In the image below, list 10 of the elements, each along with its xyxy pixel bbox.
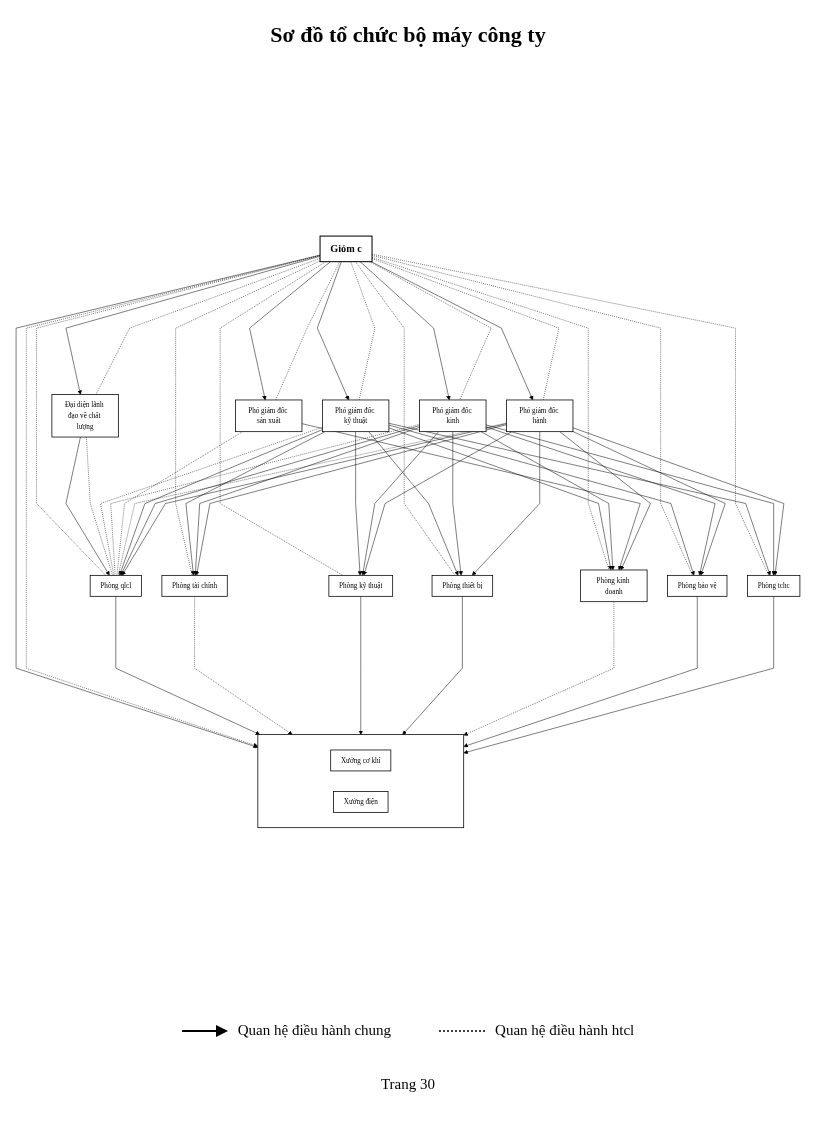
page-number: Trang 30 <box>380 1076 435 1092</box>
connector <box>350 261 376 401</box>
chart-title: Sơ đồ tổ chức bộ máy công ty <box>270 22 546 47</box>
legend-text: Quan hệ điều hành htcl <box>495 1022 635 1039</box>
connector <box>275 261 340 401</box>
connector <box>86 436 113 576</box>
connector <box>116 431 243 576</box>
node-box: Giỏm c <box>319 235 373 263</box>
legend-text: Quan hệ điều hành chung <box>237 1022 392 1039</box>
cluster <box>257 734 465 829</box>
